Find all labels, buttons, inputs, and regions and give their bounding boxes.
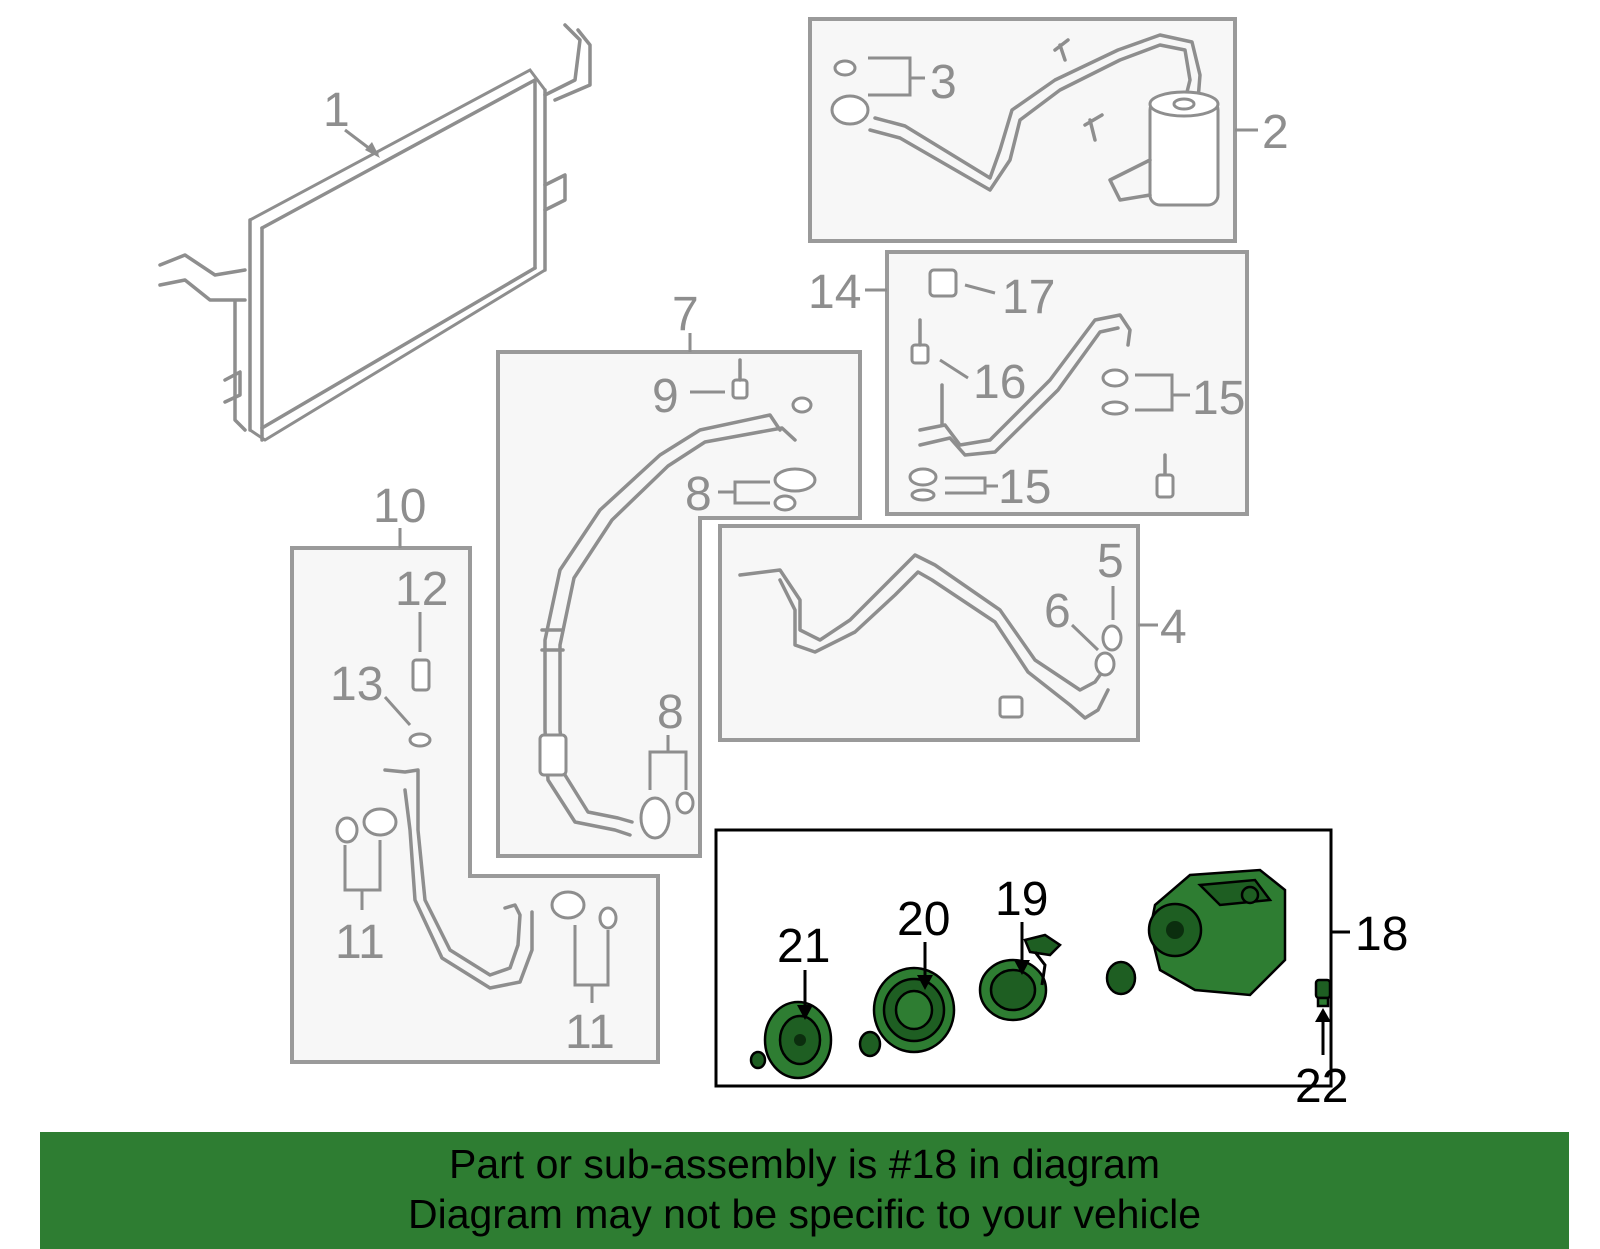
arrow-21 xyxy=(797,1005,813,1020)
manifold-hose-part xyxy=(738,553,1123,720)
callout-7: 7 xyxy=(672,288,699,341)
callout-2: 2 xyxy=(1262,106,1289,159)
compressor-part-18 xyxy=(1147,868,1287,997)
discharge-line-part xyxy=(335,658,618,990)
callout-15b: 15 xyxy=(998,461,1051,514)
clutch-pulley-part-20 xyxy=(872,966,956,1054)
callout-18: 18 xyxy=(1355,908,1408,961)
leader-13 xyxy=(383,696,412,726)
callout-12: 12 xyxy=(395,563,448,616)
callout-13: 13 xyxy=(330,658,383,711)
callout-21: 21 xyxy=(777,920,830,973)
clutch-hub-part-21 xyxy=(763,1000,833,1080)
callout-10: 10 xyxy=(373,480,426,533)
callout-17: 17 xyxy=(1002,271,1055,324)
callout-6: 6 xyxy=(1044,585,1071,638)
callout-11b: 11 xyxy=(565,1006,615,1059)
callout-15a: 15 xyxy=(1192,372,1245,425)
relief-valve-part-22 xyxy=(1314,978,1332,1008)
receiver-drier-part xyxy=(830,33,1220,207)
clutch-bolt xyxy=(749,1050,767,1070)
arrow-19 xyxy=(1014,960,1030,975)
arrow-20 xyxy=(917,975,933,990)
callout-4: 4 xyxy=(1160,601,1187,654)
assembly-box-10 xyxy=(290,546,660,1064)
leader-15a xyxy=(1135,373,1174,412)
snap-ring xyxy=(858,1030,882,1058)
callout-19: 19 xyxy=(995,873,1048,926)
callout-8b: 8 xyxy=(657,686,684,739)
condenser-part xyxy=(158,23,592,442)
callout-14: 14 xyxy=(808,266,861,319)
clutch-coil-part-19 xyxy=(978,933,1062,1022)
arrow-22 xyxy=(1315,1008,1331,1022)
info-banner: Part or sub-assembly is #18 in diagram D… xyxy=(40,1132,1569,1249)
callout-22: 22 xyxy=(1295,1060,1348,1113)
liquid-line-part xyxy=(908,268,1175,502)
leader-6 xyxy=(1070,623,1100,652)
callout-9: 9 xyxy=(652,370,679,423)
callout-16: 16 xyxy=(973,356,1026,409)
assembly-box-7 xyxy=(496,350,862,858)
callout-8a: 8 xyxy=(685,468,712,521)
leader-16 xyxy=(939,358,969,380)
banner-line-1: Part or sub-assembly is #18 in diagram xyxy=(449,1141,1160,1187)
callout-3: 3 xyxy=(930,56,957,109)
callout-11a: 11 xyxy=(335,916,385,969)
suction-hose-part xyxy=(538,358,817,840)
callout-20: 20 xyxy=(897,893,950,946)
arrow-1 xyxy=(365,142,380,158)
leader-17 xyxy=(964,283,996,295)
callout-5: 5 xyxy=(1097,535,1124,588)
banner-line-2: Diagram may not be specific to your vehi… xyxy=(407,1191,1201,1237)
callout-1: 1 xyxy=(323,84,350,137)
shim-ring xyxy=(1105,960,1137,996)
